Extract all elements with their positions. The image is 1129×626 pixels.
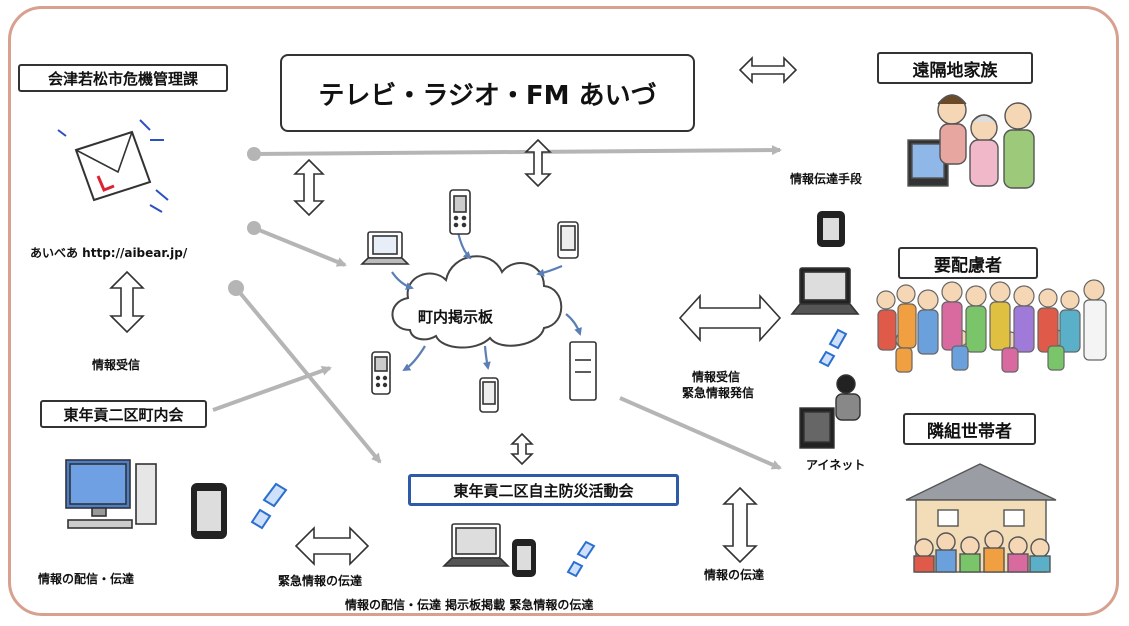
care-needed-box: 要配慮者 — [898, 247, 1038, 279]
remote-family-box: 遠隔地家族 — [877, 52, 1033, 84]
receive-label-line1: 情報受信 — [692, 370, 741, 384]
arrow-city-to-family — [253, 145, 782, 156]
info-means-label: 情報伝達手段 — [790, 172, 863, 186]
double-arrow-city-receive — [109, 270, 145, 334]
mobile-phone-icon — [371, 351, 391, 395]
arrow-to-ainet — [619, 396, 782, 470]
arrow-town-to-center — [212, 365, 332, 412]
desktop-computer-icon — [65, 459, 157, 529]
double-arrow-tv-left — [293, 158, 325, 217]
desktop-tower-icon — [569, 341, 597, 401]
flip-phone-icon — [566, 540, 596, 578]
info-receive-label: 情報受信 — [92, 358, 141, 372]
tablet-icon — [191, 483, 227, 539]
town-association-box: 東年貢二区町内会 — [40, 400, 207, 428]
double-arrow-tv-family — [738, 56, 798, 84]
bulletin-board-label: 町内掲示板 — [418, 308, 494, 326]
tablet-icon — [512, 539, 536, 577]
cloud-icon — [391, 255, 563, 349]
emergency-transfer-left-label: 緊急情報の伝達 — [278, 574, 363, 588]
operator-icon — [799, 374, 861, 449]
tablet-icon — [817, 211, 845, 247]
bottom-caption-label: 情報の配信・伝達 掲示板掲載 緊急情報の伝達 — [345, 598, 594, 612]
info-distribution-left-label: 情報の配信・伝達 — [38, 572, 135, 586]
flip-phone-icon — [818, 328, 848, 368]
tv-radio-fm-box: テレビ・ラジオ・FM あいづ — [280, 54, 695, 132]
tv-radio-fm-label: テレビ・ラジオ・FM あいづ — [318, 80, 657, 111]
city-crisis-management-box: 会津若松市危機管理課 — [18, 64, 228, 92]
neighbor-households-label: 隣組世帯者 — [927, 421, 1012, 442]
laptop-icon — [360, 231, 410, 265]
double-arrow-info-transfer — [722, 486, 758, 564]
double-arrow-right-receive — [678, 293, 782, 343]
double-arrow-bousai-center — [510, 432, 534, 466]
family-illustration — [907, 94, 1035, 189]
device-arrows — [391, 231, 582, 372]
double-arrows — [109, 56, 798, 566]
town-association-label: 東年貢二区町内会 — [63, 405, 184, 424]
receive-label-line2: 緊急情報発信 — [682, 386, 755, 400]
remote-family-label: 遠隔地家族 — [912, 60, 998, 81]
laptop-icon — [790, 267, 860, 315]
care-needed-label: 要配慮者 — [934, 255, 1002, 276]
disaster-prevention-group-label: 東年貢二区自主防災活動会 — [453, 481, 634, 500]
info-transfer-label: 情報の伝達 — [704, 568, 765, 582]
neighbor-households-box: 隣組世帯者 — [903, 413, 1036, 445]
arrow-city-to-board — [253, 226, 347, 267]
double-arrow-tv-center — [524, 138, 552, 188]
city-crisis-management-label: 会津若松市危機管理課 — [47, 69, 198, 88]
mail-icon — [57, 119, 169, 213]
crowd-illustration — [876, 279, 1107, 373]
smartphone-icon — [557, 221, 579, 259]
smartphone-icon — [479, 377, 499, 413]
flow-arrows — [212, 145, 782, 470]
ainet-label: アイネット — [806, 458, 866, 472]
aibear-url-label: あいべあ http://aibear.jp/ — [30, 246, 188, 260]
flip-phone-icon — [250, 482, 288, 530]
double-arrow-emergency-left — [294, 526, 370, 566]
laptop-icon — [442, 523, 510, 567]
disaster-prevention-group-box: 東年貢二区自主防災活動会 — [408, 474, 679, 506]
mobile-phone-icon — [449, 189, 471, 235]
house-illustration — [905, 463, 1057, 573]
